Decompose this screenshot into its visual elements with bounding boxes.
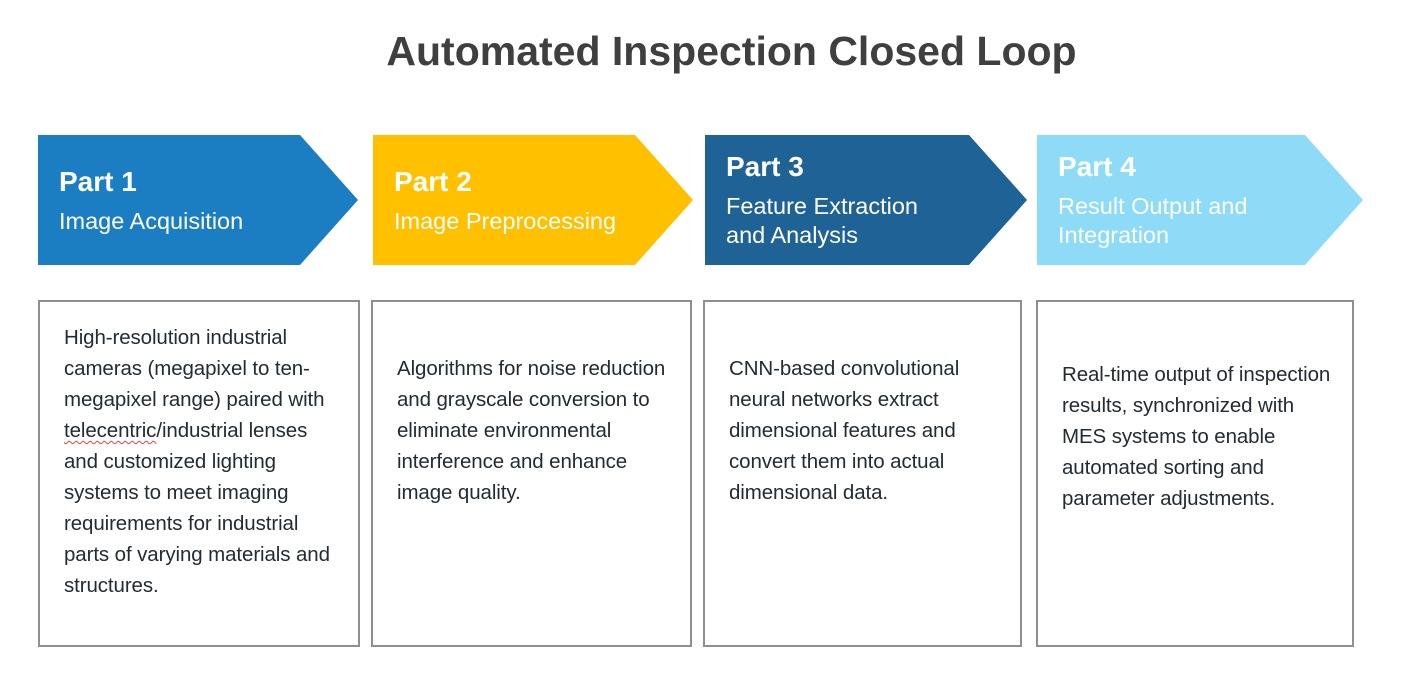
step-arrow-part-2: Part 2 Image Preprocessing xyxy=(373,135,693,265)
description-card-part-4: Real-time output of inspection results, … xyxy=(1036,300,1354,647)
step-arrow-part-4: Part 4 Result Output and Integration xyxy=(1037,135,1363,265)
step-title: Image Preprocessing xyxy=(394,207,617,234)
step-arrow-part-3: Part 3 Feature Extraction and Analysis xyxy=(705,135,1027,265)
card-body-text: Real-time output of inspection results, … xyxy=(1062,363,1331,510)
card-text-segment: /industrial lenses and customized lighti… xyxy=(64,419,330,597)
step-title: Result Output and Integration xyxy=(1058,193,1248,248)
step-title: Image Acquisition xyxy=(59,207,244,234)
description-card-part-1: High-resolution industrial cameras (mega… xyxy=(38,300,360,647)
step-part-number: Part 1 xyxy=(59,165,137,197)
card-body-text: CNN-based convolutional neural networks … xyxy=(729,357,960,504)
description-card-part-3: CNN-based convolutional neural networks … xyxy=(703,300,1022,647)
step-title: Feature Extraction and Analysis xyxy=(726,193,919,248)
step-part-number: Part 3 xyxy=(726,151,804,182)
card-text-segment: High-resolution industrial cameras (mega… xyxy=(64,326,325,411)
card-body-text: Algorithms for noise reduction and grays… xyxy=(397,357,666,504)
step-arrow-part-1: Part 1 Image Acquisition xyxy=(38,135,358,265)
step-part-number: Part 4 xyxy=(1058,151,1136,182)
page-title: Automated Inspection Closed Loop xyxy=(386,28,1077,74)
description-card-part-2: Algorithms for noise reduction and grays… xyxy=(371,300,692,647)
card-body-text: High-resolution industrial cameras (mega… xyxy=(40,302,358,601)
spellchecked-word: telecentric xyxy=(64,419,157,442)
step-part-number: Part 2 xyxy=(394,165,472,197)
